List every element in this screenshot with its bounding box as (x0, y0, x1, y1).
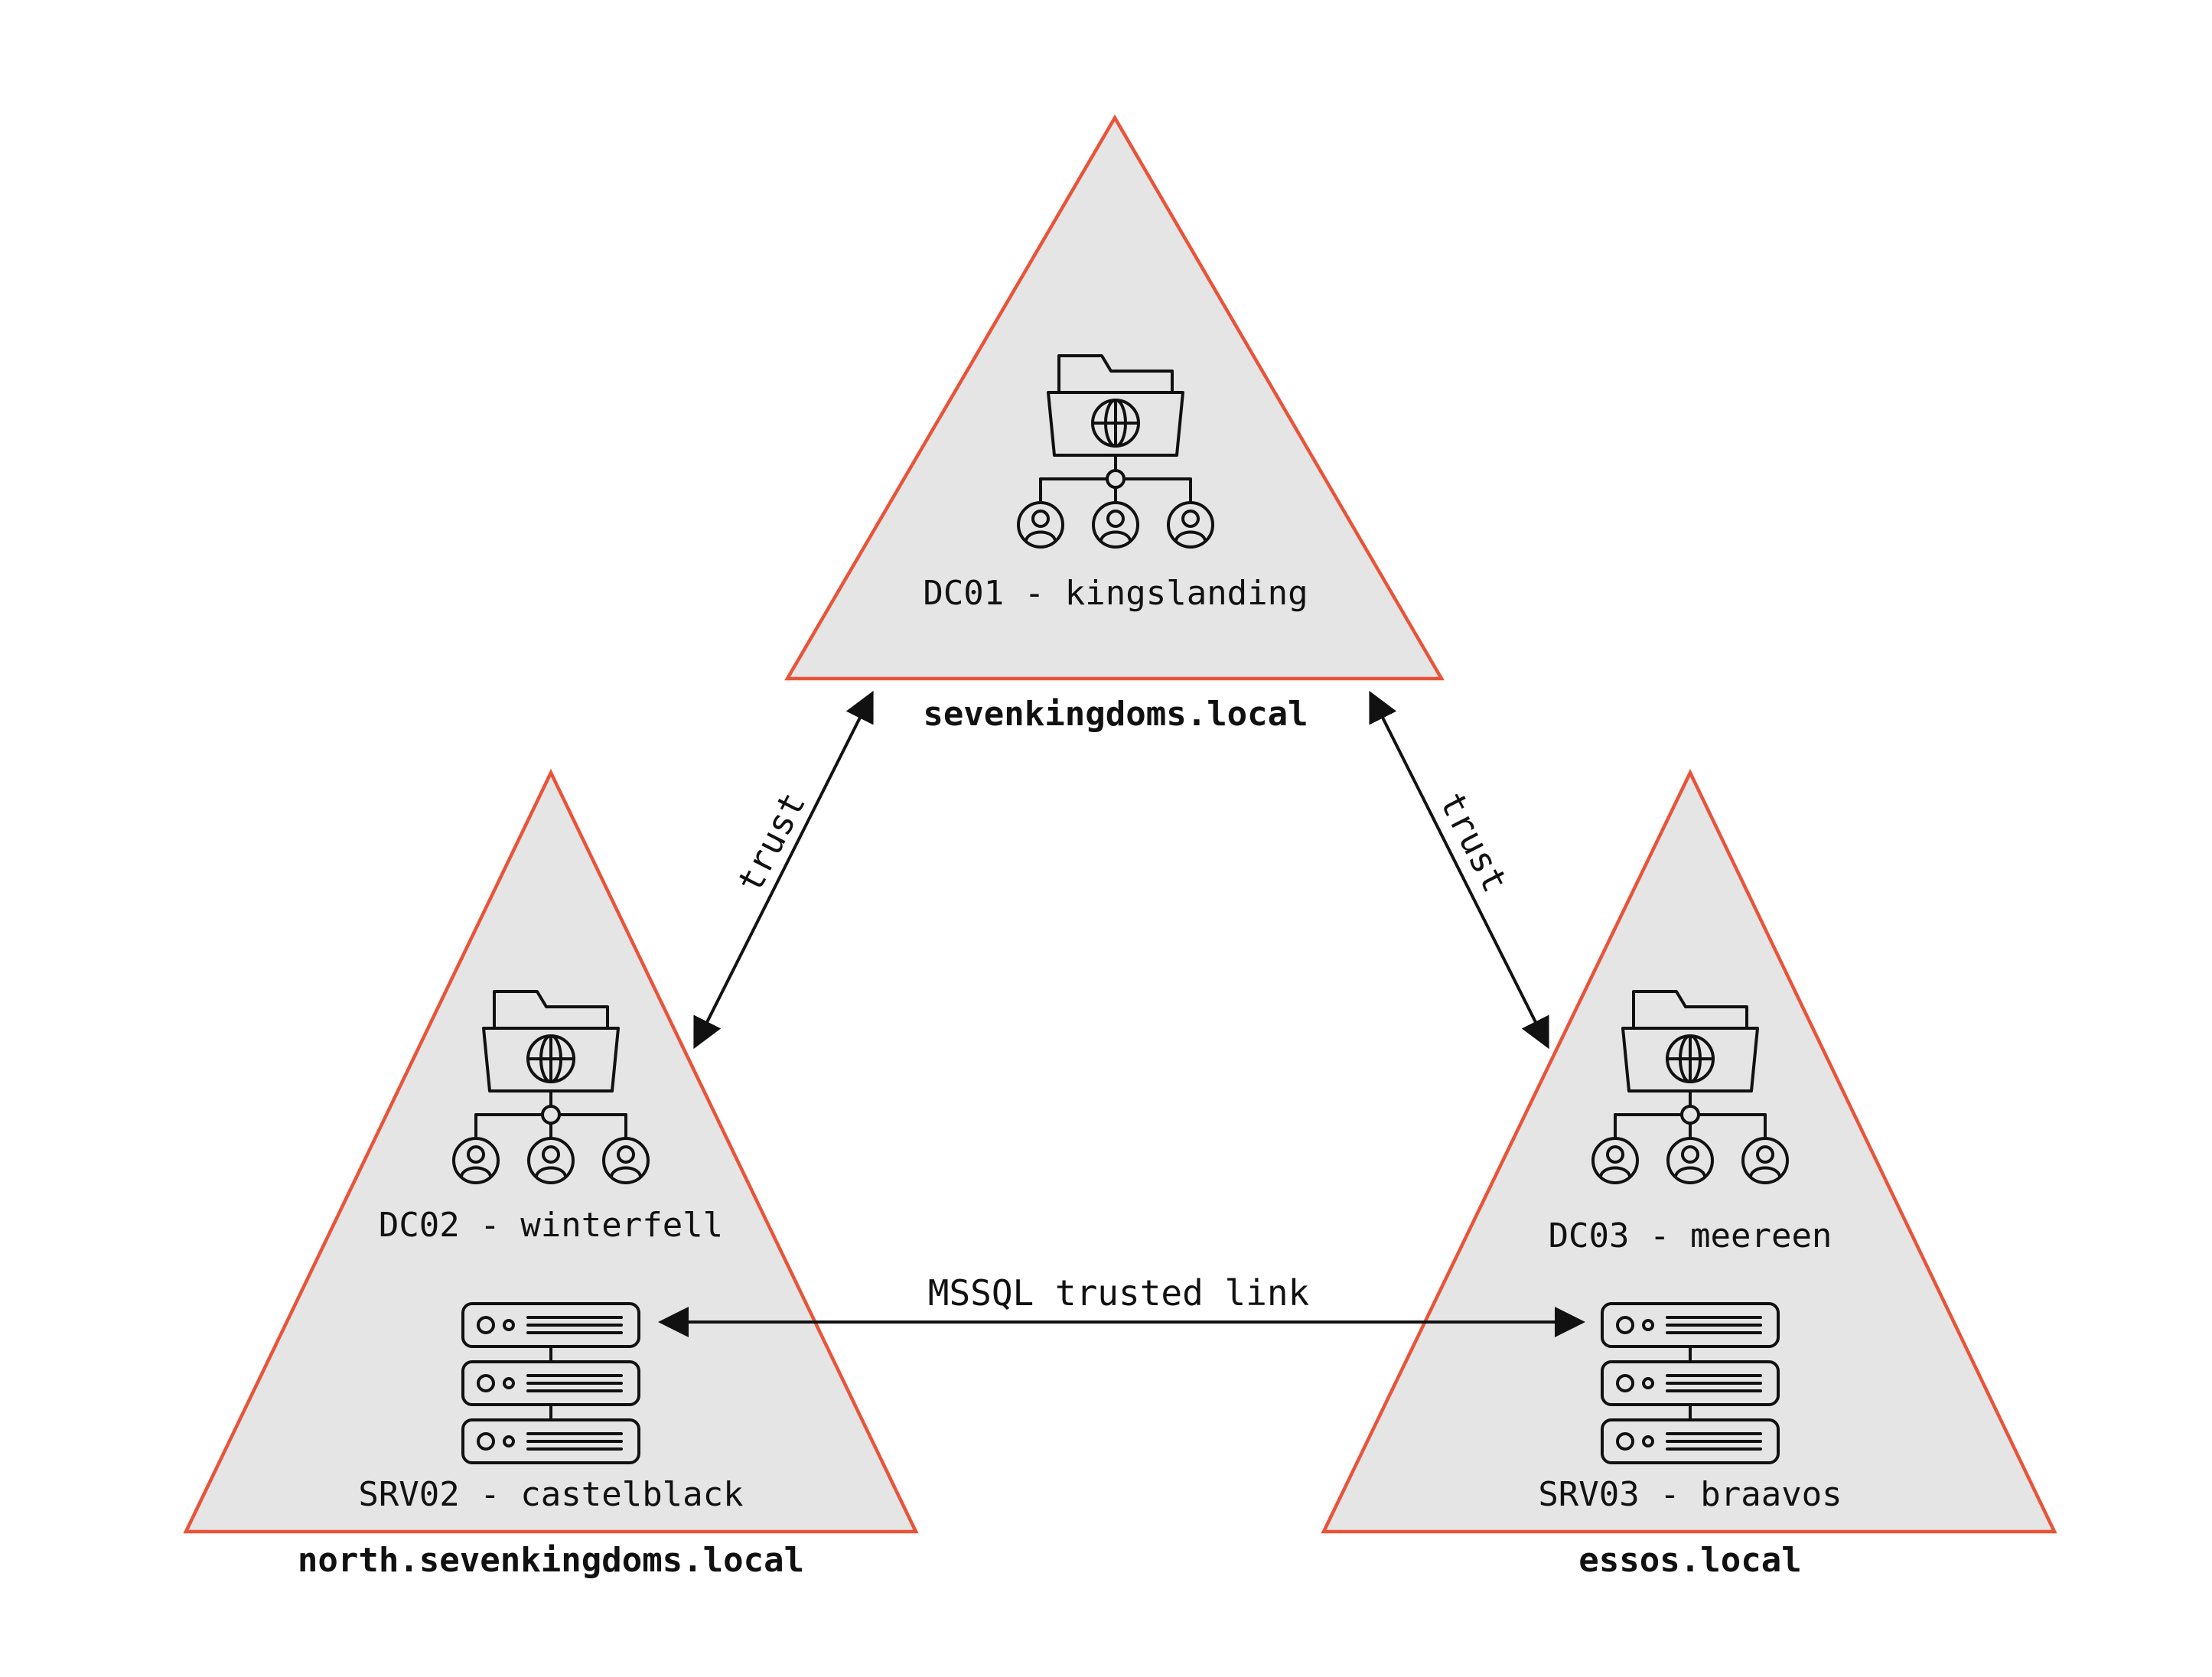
mssql-link-label: MSSQL trusted link (928, 1272, 1310, 1314)
host-label-dc02: DC02 - winterfell (379, 1206, 723, 1245)
server-label-srv02: SRV02 - castelblack (358, 1475, 743, 1514)
domain-name-north: north.sevenkingdoms.local (298, 1541, 804, 1580)
server-rack-icon (461, 1302, 640, 1464)
domain-name-sevenkingdoms: sevenkingdoms.local (923, 695, 1308, 734)
server-label-srv03: SRV03 - braavos (1538, 1475, 1842, 1514)
host-label-dc01: DC01 - kingslanding (923, 574, 1308, 613)
trust-label-left: trust (728, 786, 813, 899)
trust-arrow-right (1369, 690, 1549, 1050)
domain-name-essos: essos.local (1578, 1541, 1801, 1580)
host-label-dc03: DC03 - meereen (1549, 1216, 1832, 1255)
trust-arrow-left (693, 690, 874, 1050)
server-rack-icon (1601, 1302, 1780, 1464)
